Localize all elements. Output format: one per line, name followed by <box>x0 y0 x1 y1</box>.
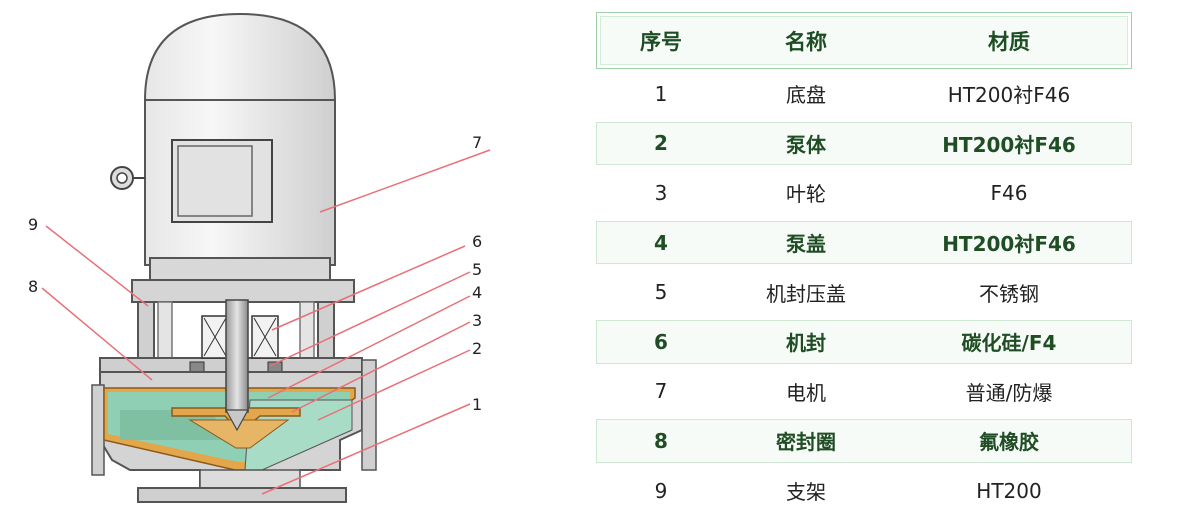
header-name: 名称 <box>785 29 827 54</box>
row-no: 5 <box>654 280 668 305</box>
callout-label-5: 5 <box>472 260 482 279</box>
row-material: 不锈钢 <box>979 281 1039 306</box>
table-row: 7 电机 普通/防爆 <box>596 367 1132 417</box>
row-no: 9 <box>654 478 668 503</box>
parts-material-table: 序号 名称 材质 1 底盘 HT200衬F46 2 泵体 HT200衬F46 3… <box>596 12 1132 515</box>
callout-labels: 7 6 5 4 3 2 1 9 8 <box>28 133 482 414</box>
row-name: 泵盖 <box>786 232 826 257</box>
callout-label-1: 1 <box>472 395 482 414</box>
row-material: HT200衬F46 <box>942 132 1076 157</box>
bracket <box>131 279 355 361</box>
callout-lines <box>41 149 491 495</box>
callout-label-8: 8 <box>28 277 38 296</box>
row-material: 普通/防爆 <box>965 380 1053 405</box>
pump-cross-section-diagram: 7 6 5 4 3 2 1 9 8 <box>28 12 491 503</box>
callout-label-2: 2 <box>472 339 482 358</box>
row-no: 8 <box>654 428 668 453</box>
table-row: 2 泵体 HT200衬F46 <box>596 119 1132 169</box>
row-name: 机封压盖 <box>766 281 846 306</box>
row-no: 1 <box>654 81 668 106</box>
impeller-nut <box>224 409 250 432</box>
table-row: 1 底盘 HT200衬F46 <box>596 69 1132 119</box>
row-name: 底盘 <box>786 83 826 108</box>
callout-label-4: 4 <box>472 283 482 302</box>
table-row: 5 机封压盖 不锈钢 <box>596 267 1132 317</box>
row-material: 氟橡胶 <box>979 430 1039 455</box>
motor <box>110 12 336 281</box>
row-no: 6 <box>654 329 668 354</box>
callout-label-9: 9 <box>28 215 38 234</box>
row-material: F46 <box>990 180 1028 205</box>
table-header-row: 序号 名称 材质 <box>596 12 1132 69</box>
table-row: 3 叶轮 F46 <box>596 168 1132 218</box>
table-row: 6 机封 碳化硅/F4 <box>596 317 1132 367</box>
base-plate <box>137 469 347 503</box>
row-material: 碳化硅/F4 <box>961 331 1057 356</box>
callout-label-3: 3 <box>472 311 482 330</box>
row-material: HT200 <box>976 478 1042 503</box>
row-name: 叶轮 <box>786 182 826 207</box>
row-no: 4 <box>654 230 668 255</box>
callout-label-6: 6 <box>472 232 482 251</box>
row-no: 3 <box>654 180 668 205</box>
table-row: 9 支架 HT200 <box>596 466 1132 516</box>
row-name: 密封圈 <box>776 430 836 455</box>
row-no: 7 <box>654 379 668 404</box>
row-name: 电机 <box>786 380 826 405</box>
header-no: 序号 <box>640 29 682 54</box>
row-no: 2 <box>654 131 668 156</box>
row-name: 机封 <box>786 331 826 356</box>
table-row: 8 密封圈 氟橡胶 <box>596 416 1132 466</box>
header-material: 材质 <box>988 29 1030 54</box>
row-material: HT200衬F46 <box>947 83 1071 108</box>
table-row: 4 泵盖 HT200衬F46 <box>596 218 1132 268</box>
callout-label-7: 7 <box>472 133 482 152</box>
row-material: HT200衬F46 <box>942 232 1076 257</box>
shaft <box>225 299 249 413</box>
row-name: 泵体 <box>786 132 826 157</box>
row-name: 支架 <box>786 480 826 505</box>
